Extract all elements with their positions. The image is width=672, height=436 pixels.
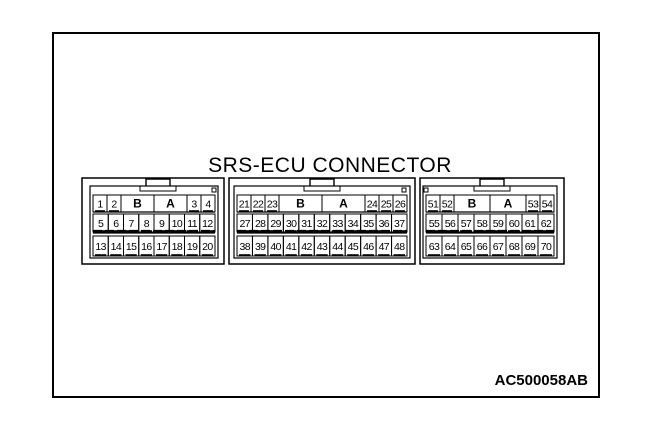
pin-number: 20 <box>202 241 213 253</box>
pin-number: 60 <box>509 218 520 230</box>
pin-number: 56 <box>445 218 456 230</box>
pin-number: 13 <box>95 241 106 253</box>
pin-number: 31 <box>301 218 312 230</box>
pin-number: 16 <box>141 241 152 253</box>
pin-number: 59 <box>493 218 504 230</box>
pin-number: 63 <box>429 241 440 253</box>
pin-number: 9 <box>159 218 165 230</box>
pin-number: 62 <box>541 218 552 230</box>
pin-number: 4 <box>205 199 211 211</box>
pin-number: 21 <box>239 199 250 211</box>
pin-number: 65 <box>461 241 472 253</box>
connector-housing <box>419 177 565 265</box>
pin-number: 2 <box>111 199 117 211</box>
pin-number: 11 <box>187 218 197 230</box>
pin-number: 54 <box>542 199 553 211</box>
pin-number: 24 <box>367 199 378 211</box>
pin-number: 33 <box>332 218 343 230</box>
figure-code: AC500058AB <box>494 372 588 389</box>
connector-latch <box>479 178 505 186</box>
section-letter: A <box>339 197 348 211</box>
polarity-mark <box>423 187 429 193</box>
pin-number: 53 <box>528 199 539 211</box>
polarity-mark <box>401 187 407 193</box>
pin-number: 68 <box>509 241 520 253</box>
pin-number: 46 <box>363 241 374 253</box>
pin-number: 1 <box>97 199 103 211</box>
pin-number: 48 <box>394 241 405 253</box>
pin-cell <box>537 235 555 257</box>
pin-number: 55 <box>429 218 440 230</box>
pin-number: 43 <box>317 241 328 253</box>
connector-latch <box>145 178 171 186</box>
pin-number: 42 <box>301 241 312 253</box>
connector-latch-base <box>303 186 341 192</box>
pin-number: 26 <box>395 199 406 211</box>
pin-number: 64 <box>445 241 456 253</box>
pin-number: 70 <box>541 241 552 253</box>
pin-number: 15 <box>126 241 137 253</box>
pin-number: 37 <box>394 218 405 230</box>
pin-number: 19 <box>187 241 198 253</box>
pin-number: 12 <box>202 218 213 230</box>
pin-number: 25 <box>381 199 392 211</box>
pin-number: 51 <box>428 199 439 211</box>
pin-number: 69 <box>525 241 536 253</box>
connector-latch-base <box>139 186 177 192</box>
pin-number: 61 <box>525 218 536 230</box>
pin-number: 67 <box>493 241 504 253</box>
pin-number: 38 <box>239 241 250 253</box>
pin-number: 58 <box>477 218 488 230</box>
pin-number: 8 <box>144 218 150 230</box>
section-letter: B <box>296 197 305 211</box>
pin-number: 57 <box>461 218 472 230</box>
pin-number: 34 <box>348 218 359 230</box>
pin-number: 7 <box>129 218 135 230</box>
section-letter: A <box>504 197 513 211</box>
connector-housing <box>228 177 416 265</box>
pin-cell <box>199 235 216 257</box>
pin-number: 3 <box>191 199 197 211</box>
pin-number: 47 <box>379 241 390 253</box>
pin-cell <box>391 235 408 257</box>
polarity-mark <box>211 187 217 193</box>
pin-number: 6 <box>113 218 119 230</box>
diagram-frame: SRS-ECU CONNECTOR AC500058AB <box>52 32 600 398</box>
connector-housing <box>81 177 225 265</box>
pin-number: 36 <box>379 218 390 230</box>
pin-number: 10 <box>172 218 183 230</box>
connector-shell <box>422 185 558 259</box>
pin-number: 17 <box>156 241 167 253</box>
section-letter: A <box>166 197 175 211</box>
pin-number: 45 <box>348 241 359 253</box>
pin-number: 27 <box>239 218 250 230</box>
pin-number: 35 <box>363 218 374 230</box>
pin-number: 28 <box>255 218 266 230</box>
pin-number: 41 <box>286 241 297 253</box>
section-letter: B <box>468 197 477 211</box>
pin-number: 5 <box>98 218 104 230</box>
pin-number: 40 <box>270 241 281 253</box>
connector-title: SRS-ECU CONNECTOR <box>208 154 452 177</box>
pin-number: 14 <box>111 241 122 253</box>
connector-latch-base <box>473 186 511 192</box>
pin-number: 52 <box>442 199 453 211</box>
pin-number: 44 <box>332 241 343 253</box>
pin-number: 22 <box>253 199 264 211</box>
pin-number: 29 <box>270 218 281 230</box>
connector-shell <box>89 185 219 259</box>
section-letter: B <box>133 197 142 211</box>
pin-number: 39 <box>255 241 266 253</box>
pin-number: 32 <box>317 218 328 230</box>
pin-number: 66 <box>477 241 488 253</box>
connector-latch <box>309 178 335 186</box>
pin-number: 18 <box>172 241 183 253</box>
pin-number: 30 <box>286 218 297 230</box>
pin-number: 23 <box>267 199 278 211</box>
connector-shell <box>233 185 411 259</box>
